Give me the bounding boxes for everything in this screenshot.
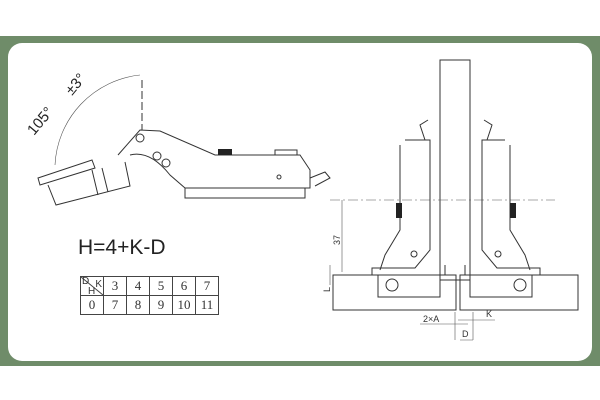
h-value: 8 (126, 295, 150, 315)
hinge-side-view (37, 74, 331, 206)
corner-h: H (88, 286, 96, 297)
h-value: 9 (149, 295, 173, 315)
dimension-2xa: 2×A (423, 314, 439, 324)
dimension-k: K (486, 309, 492, 319)
k-value: 3 (103, 276, 127, 296)
k-value: 7 (195, 276, 219, 296)
d-value: 0 (80, 295, 104, 315)
table-row: 0 7 8 9 10 11 (80, 295, 219, 315)
h-value: 7 (103, 295, 127, 315)
dimension-d: D (462, 329, 469, 339)
hinge-front-view: 37 L 2×A K D (322, 59, 579, 341)
h-value: 10 (172, 295, 196, 315)
corner-d: D (82, 276, 90, 287)
k-value: 6 (172, 276, 196, 296)
dimension-table: D K H 3 4 5 6 7 0 7 8 9 10 11 (80, 276, 219, 315)
corner-k: K (95, 279, 102, 290)
dimension-l: L (322, 287, 332, 292)
k-value: 5 (149, 276, 173, 296)
dimension-37: 37 (332, 235, 342, 245)
k-value: 4 (126, 276, 150, 296)
table-row: D K H 3 4 5 6 7 (80, 276, 219, 297)
angle-value: 105° (24, 104, 57, 139)
table-corner-cell: D K H (80, 276, 104, 297)
formula: H=4+K-D (78, 236, 166, 259)
angle-tolerance: ±3° (62, 70, 90, 98)
h-value: 11 (195, 295, 219, 315)
